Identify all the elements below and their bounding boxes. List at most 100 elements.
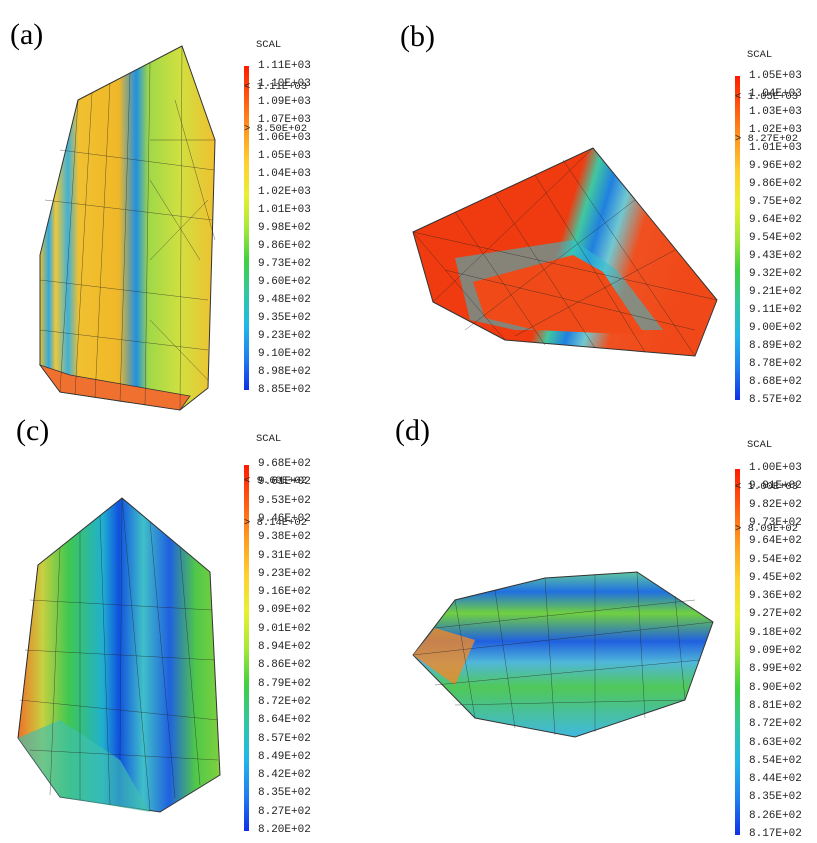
panel-c-label: (c): [16, 414, 50, 447]
colorbar-tick-label: 8.81E+02: [749, 699, 802, 712]
colorbar-tick-label: 8.99E+02: [749, 663, 802, 676]
colorbar-tick-label: 8.98E+02: [258, 366, 311, 378]
colorbar-tick-label: 9.36E+02: [749, 590, 802, 603]
colorbar-tick-label: 9.16E+02: [258, 586, 311, 599]
panel-a-scal-label: SCAL: [256, 39, 282, 51]
panel-a-mesh-plot: [38, 45, 216, 411]
colorbar-tick-label: 8.35E+02: [258, 787, 311, 800]
colorbar-tick-label: 1.05E+03: [749, 70, 802, 82]
colorbar-tick-label: 9.23E+02: [258, 567, 311, 580]
colorbar-tick-label: 8.17E+02: [749, 828, 802, 840]
colorbar-tick-label: 9.10E+02: [258, 348, 311, 360]
panel-b-colorbar-header: SCAL < 1.05E+03 > 8.27E+02: [735, 20, 798, 174]
panel-d-max-value: < 1.00E+03: [735, 481, 799, 493]
panel-b-scal-label: SCAL: [747, 49, 773, 61]
panel-a: (a): [0, 0, 410, 415]
colorbar-tick-label: 1.04E+03: [258, 168, 311, 180]
panel-b-label: (b): [400, 20, 435, 53]
colorbar-tick-label: 9.60E+02: [258, 276, 311, 288]
colorbar-tick-label: 1.01E+03: [749, 142, 802, 154]
colorbar-tick-label: 1.04E+03: [749, 88, 802, 100]
colorbar-tick-label: 9.54E+02: [749, 232, 802, 244]
panel-b: (b) SCAL < 1.05E+03 > 8.27E+0: [395, 0, 817, 410]
colorbar-tick-label: 8.57E+02: [749, 394, 802, 406]
colorbar-tick-label: 9.73E+02: [258, 258, 311, 270]
colorbar-tick-label: 8.90E+02: [749, 681, 802, 694]
colorbar-tick-label: 1.06E+03: [258, 132, 311, 144]
panel-c-max-value: < 9.69E+02: [244, 475, 308, 487]
colorbar-tick-label: 8.86E+02: [258, 659, 311, 672]
colorbar-tick-label: 8.94E+02: [258, 641, 311, 653]
panel-d-scal-label: SCAL: [747, 439, 773, 451]
panel-d-min-value: > 8.09E+02: [735, 523, 799, 535]
colorbar-tick-label: 9.54E+02: [749, 553, 802, 566]
colorbar-tick-label: 1.01E+03: [258, 204, 311, 216]
panel-c-colorbar-header: SCAL < 9.69E+02 > 8.14E+02: [244, 404, 307, 558]
colorbar-tick-label: 9.48E+02: [258, 294, 311, 306]
colorbar-tick-label: 8.89E+02: [749, 340, 802, 352]
colorbar-tick-label: 9.27E+02: [749, 608, 802, 621]
panel-c: (c) SCAL < 9.: [0, 400, 410, 843]
panel-b-colorbar: [735, 76, 740, 400]
colorbar-tick-label: 9.64E+02: [749, 214, 802, 226]
panel-b-min-value: > 8.27E+02: [735, 133, 799, 145]
colorbar-tick-label: 8.27E+02: [258, 805, 311, 818]
colorbar-tick-label: 8.42E+02: [258, 769, 311, 782]
colorbar-tick-label: 9.23E+02: [258, 330, 311, 342]
colorbar-tick-label: 8.49E+02: [258, 750, 311, 763]
colorbar-tick-label: 9.11E+02: [749, 304, 802, 316]
colorbar-tick-label: 9.21E+02: [749, 286, 802, 298]
colorbar-tick-label: 8.44E+02: [749, 773, 802, 786]
colorbar-tick-label: 8.78E+02: [749, 358, 802, 370]
panel-a-max-value: < 1.11E+03: [244, 81, 308, 93]
colorbar-tick-label: 9.64E+02: [749, 535, 802, 548]
colorbar-tick-label: 8.79E+02: [258, 677, 311, 690]
colorbar-tick-label: 9.86E+02: [749, 178, 802, 190]
colorbar-tick-label: 8.72E+02: [258, 695, 311, 708]
colorbar-tick-label: 9.18E+02: [749, 626, 802, 639]
panel-b-mesh-plot: [412, 147, 718, 357]
colorbar-tick-label: 9.53E+02: [258, 494, 311, 507]
panel-a-colorbar-header: SCAL < 1.11E+03 > 8.50E+02: [244, 10, 307, 164]
colorbar-tick-label: 9.82E+02: [749, 498, 802, 511]
panel-a-label: (a): [10, 18, 44, 51]
panel-c-colorbar: [244, 465, 249, 831]
colorbar-tick-label: 9.98E+02: [258, 222, 311, 234]
colorbar-tick-label: 9.46E+02: [258, 512, 311, 525]
colorbar-tick-label: 9.75E+02: [749, 196, 802, 208]
colorbar-tick-label: 1.10E+03: [258, 78, 311, 90]
panel-d-colorbar: [735, 469, 740, 835]
colorbar-tick-label: 1.05E+03: [258, 150, 311, 162]
panel-a-colorbar: [244, 66, 249, 390]
colorbar-tick-label: 9.45E+02: [749, 571, 802, 584]
panel-c-mesh-plot: [17, 497, 221, 813]
colorbar-tick-label: 8.72E+02: [749, 718, 802, 731]
colorbar-tick-label: 1.00E+03: [749, 462, 802, 474]
colorbar-tick-label: 1.03E+03: [749, 106, 802, 118]
colorbar-tick-label: 9.38E+02: [258, 531, 311, 544]
colorbar-tick-label: 9.61E+02: [258, 476, 311, 489]
colorbar-tick-label: 9.31E+02: [258, 549, 311, 562]
colorbar-tick-label: 9.91E+02: [749, 480, 802, 493]
panel-c-min-value: > 8.14E+02: [244, 517, 308, 529]
colorbar-tick-label: 1.02E+03: [749, 124, 802, 136]
colorbar-tick-label: 8.35E+02: [749, 791, 802, 804]
colorbar-tick-label: 9.86E+02: [258, 240, 311, 252]
colorbar-tick-label: 9.73E+02: [749, 516, 802, 529]
colorbar-tick-label: 8.54E+02: [749, 754, 802, 767]
colorbar-tick-label: 9.09E+02: [749, 645, 802, 657]
colorbar-tick-label: 1.07E+03: [258, 114, 311, 126]
panel-d: (d) SCAL < 1.00E+03 > 8.09E+02: [395, 400, 817, 843]
colorbar-tick-label: 9.96E+02: [749, 160, 802, 172]
colorbar-tick-label: 9.68E+02: [258, 458, 311, 470]
colorbar-tick-label: 9.43E+02: [749, 250, 802, 262]
colorbar-tick-label: 9.01E+02: [258, 622, 311, 635]
colorbar-tick-label: 1.02E+03: [258, 186, 311, 198]
colorbar-tick-label: 8.85E+02: [258, 384, 311, 396]
colorbar-tick-label: 9.00E+02: [749, 322, 802, 334]
panel-b-max-value: < 1.05E+03: [735, 91, 799, 103]
colorbar-tick-label: 8.64E+02: [258, 714, 311, 727]
colorbar-tick-label: 8.57E+02: [258, 732, 311, 745]
colorbar-tick-label: 9.09E+02: [258, 604, 311, 617]
colorbar-tick-label: 8.20E+02: [258, 824, 311, 836]
